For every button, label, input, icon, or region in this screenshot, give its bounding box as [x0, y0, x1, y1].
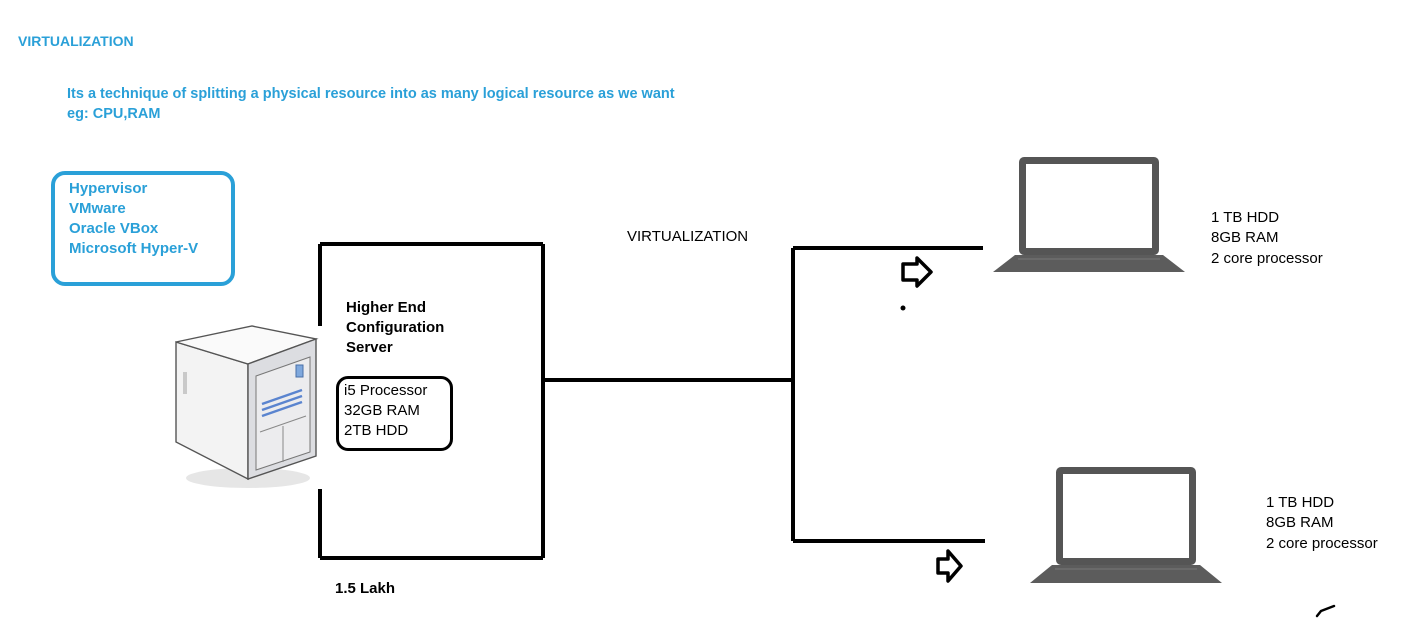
laptop-spec: 2 core processor [1211, 250, 1323, 267]
arrow-right-icon [936, 549, 963, 583]
hypervisor-item: Hypervisor [69, 180, 148, 197]
laptop-icon [1030, 467, 1222, 583]
server-price: 1.5 Lakh [335, 580, 396, 597]
laptop-spec: 1 TB HDD [1211, 209, 1280, 226]
hypervisor-item: Oracle VBox [69, 220, 159, 237]
server-spec: i5 Processor [344, 382, 428, 399]
laptop-spec: 1 TB HDD [1266, 494, 1335, 511]
arrow-right-icon [901, 256, 933, 288]
server-specs-box [336, 376, 453, 451]
hypervisor-item: VMware [69, 200, 126, 217]
stray-mark [1315, 604, 1336, 618]
server-label-line: Higher End [346, 299, 427, 316]
stray-dot [900, 305, 906, 311]
server-label-line: Configuration [346, 319, 445, 336]
virtualization-label: VIRTUALIZATION [627, 228, 749, 245]
laptop-spec: 8GB RAM [1211, 229, 1279, 246]
laptop-spec: 8GB RAM [1266, 514, 1334, 531]
page-title: VIRTUALIZATION [18, 33, 134, 49]
server-spec: 2TB HDD [344, 422, 409, 439]
server-label-line: Server [346, 339, 393, 356]
hypervisor-box [51, 171, 235, 286]
server-frame [318, 242, 545, 560]
server-spec: 32GB RAM [344, 402, 420, 419]
laptop-icon [993, 157, 1185, 272]
laptop-spec: 2 core processor [1266, 535, 1378, 552]
definition-line-2: eg: CPU,RAM [67, 106, 161, 122]
hypervisor-item: Microsoft Hyper-V [69, 240, 199, 257]
definition-line-1: Its a technique of splitting a physical … [67, 86, 675, 102]
server-tower-icon [175, 325, 319, 488]
network-connector [545, 246, 985, 543]
